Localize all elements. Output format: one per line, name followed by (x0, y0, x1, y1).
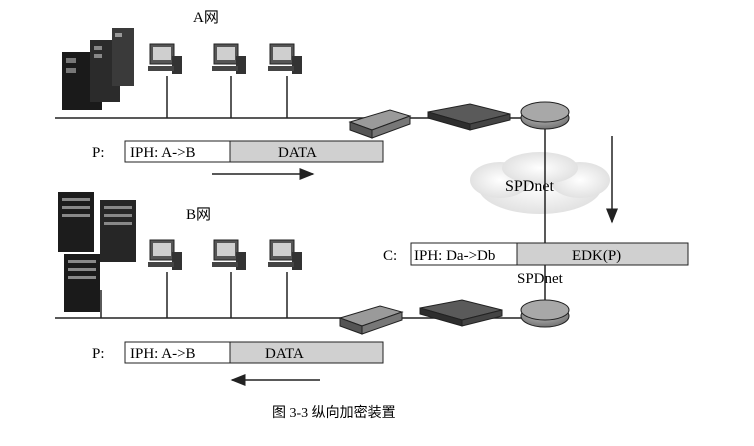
figure-caption: 图 3-3 纵向加密装置 (272, 404, 396, 421)
workstation-b-3 (268, 239, 302, 270)
workstation-a-1 (148, 43, 182, 74)
packet-top-header: IPH: A->B (130, 145, 196, 161)
workstation-a-2 (212, 43, 246, 74)
packet-bottom-header: IPH: A->B (130, 346, 196, 362)
workstation-b-1 (148, 239, 182, 270)
spdnet-cloud: SPDnet (470, 152, 610, 214)
cloud-label: SPDnet (505, 178, 554, 195)
packet-bottom-prefix: P: (92, 346, 105, 362)
packet-middle-payload: EDK(P) (572, 248, 621, 264)
workstation-b-2 (212, 239, 246, 270)
server-b-3 (64, 254, 100, 312)
network-b-label: B网 (186, 207, 211, 223)
encryption-device-b (419, 299, 503, 327)
packet-top: IPH: A->B DATA (124, 140, 384, 163)
switch-b (338, 305, 404, 335)
server-b-2 (100, 200, 136, 262)
workstation-a-3 (268, 43, 302, 74)
switch-a (348, 109, 412, 139)
server-b-1 (58, 192, 94, 252)
packet-middle-prefix: C: (383, 248, 397, 264)
packet-bottom: IPH: A->B DATA (124, 341, 384, 364)
lower-network-label: SPDnet (517, 271, 564, 287)
packet-middle-header: IPH: Da->Db (414, 248, 495, 264)
server-a-3 (112, 28, 134, 86)
packet-top-prefix: P: (92, 145, 105, 161)
router-b (520, 299, 570, 328)
packet-top-payload: DATA (278, 145, 317, 161)
router-a (520, 101, 570, 130)
packet-middle: IPH: Da->Db EDK(P) (410, 242, 689, 266)
network-a-label: A网 (193, 10, 219, 26)
packet-bottom-payload: DATA (265, 346, 304, 362)
encryption-device-a (427, 103, 511, 131)
